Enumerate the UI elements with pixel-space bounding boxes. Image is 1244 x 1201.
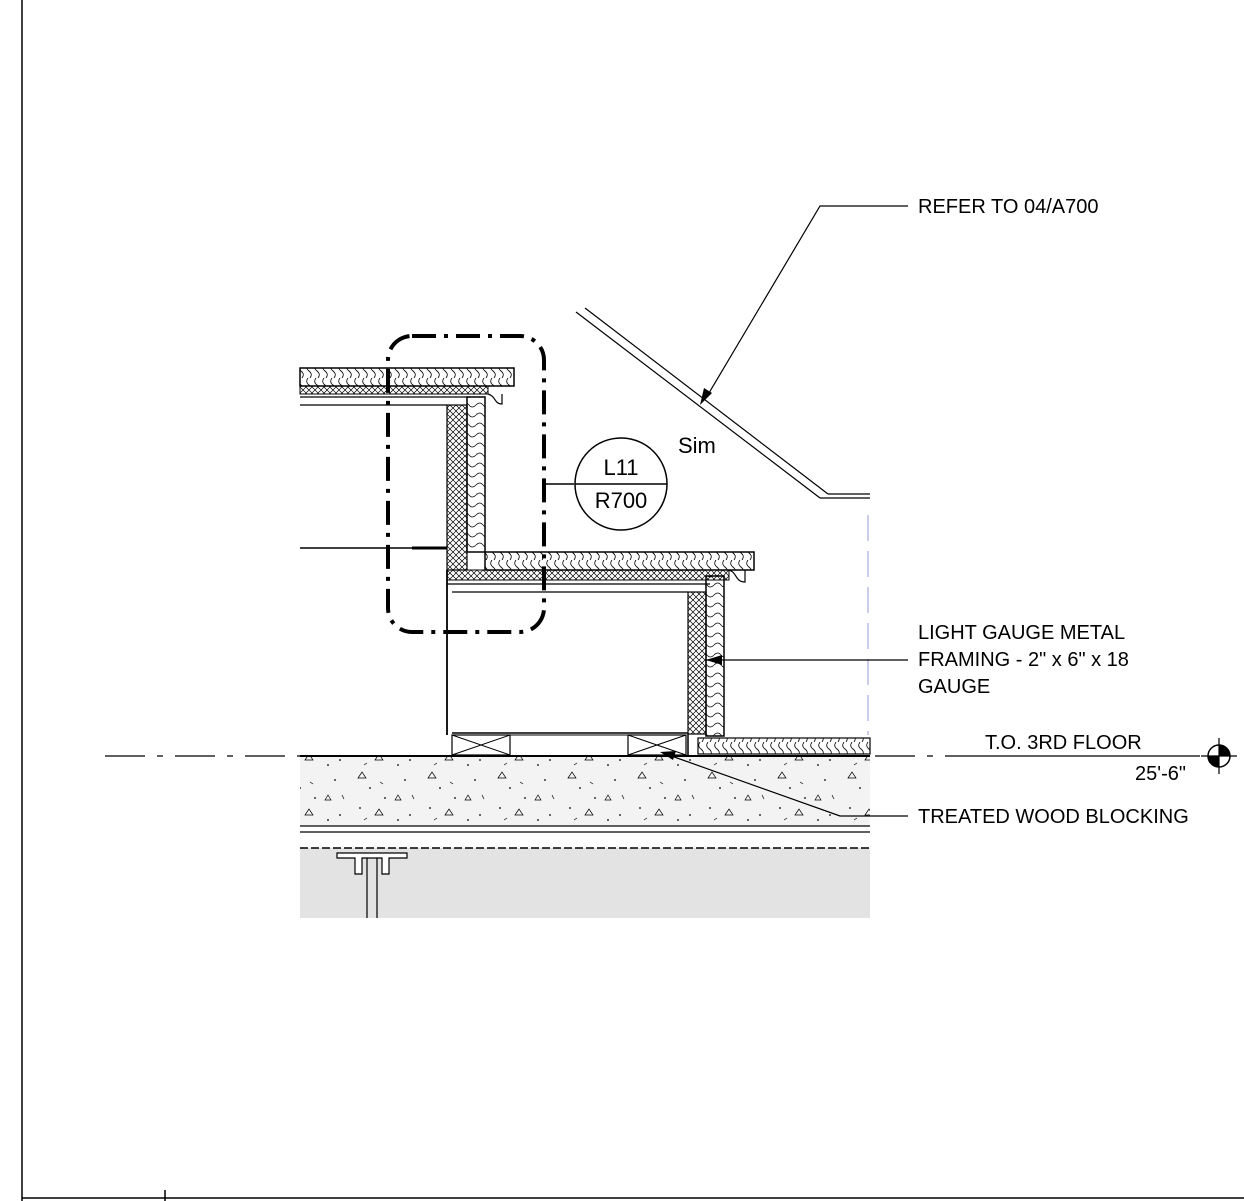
floor-level-elevation: 25'-6" <box>1135 763 1186 785</box>
concrete-slab <box>300 755 870 833</box>
framing-note-line2: FRAMING - 2" x 6" x 18 <box>918 649 1129 671</box>
lower-roof-membrane <box>697 737 871 755</box>
framing-note-line3: GAUGE <box>918 676 990 698</box>
framing-leader <box>706 655 908 665</box>
sloped-roof <box>575 307 870 499</box>
framing-note-line1: LIGHT GAUGE METAL <box>918 622 1125 644</box>
blocking-leader <box>660 751 908 817</box>
upper-parapet-wall <box>446 396 486 735</box>
refer-leader <box>700 205 908 405</box>
level-target-icon <box>1201 738 1237 774</box>
detail-tag: L11 R700 <box>574 437 668 531</box>
lower-deck <box>446 551 755 593</box>
upper-deck <box>299 367 515 406</box>
refer-note: REFER TO 04/A700 <box>918 196 1098 218</box>
ceiling-below <box>300 847 870 918</box>
lower-wall <box>687 575 725 756</box>
floor-level-name: T.O. 3RD FLOOR <box>985 732 1142 754</box>
blocking-note: TREATED WOOD BLOCKING <box>918 806 1189 828</box>
detail-tag-bottom: R700 <box>595 488 648 513</box>
detail-tag-top: L11 <box>603 455 638 480</box>
wood-blocking <box>451 734 687 756</box>
sim-label: Sim <box>678 433 716 458</box>
